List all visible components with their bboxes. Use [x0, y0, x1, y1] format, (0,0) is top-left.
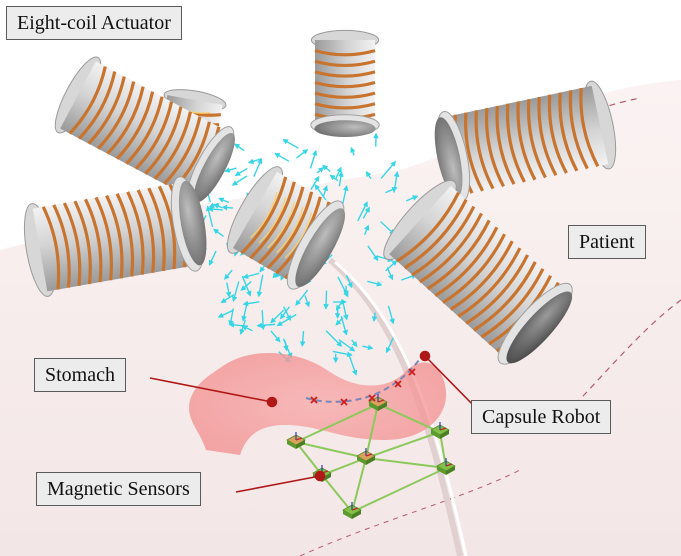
waypoint-icon: [310, 396, 318, 404]
field-arrow-icon: [231, 281, 240, 302]
field-arrow-icon: [342, 185, 349, 204]
field-arrow-icon: [351, 339, 358, 348]
field-arrow-icon: [253, 158, 263, 177]
field-arrow-icon: [241, 275, 252, 297]
waypoint-markers: [310, 368, 416, 406]
field-arrow-icon: [386, 267, 394, 281]
field-arrow-icon: [234, 167, 248, 177]
coil-icon: [227, 166, 346, 290]
field-arrow-icon: [218, 197, 230, 204]
coil-icon: [310, 29, 380, 137]
field-arrow-icon: [274, 152, 290, 162]
field-arrow-icon: [304, 295, 310, 308]
field-arrow-icon: [295, 289, 309, 306]
field-arrow-icon: [363, 224, 370, 236]
field-arrow-icon: [224, 269, 233, 280]
field-arrow-icon: [299, 331, 306, 348]
sensor-icon: [430, 422, 450, 439]
field-arrow-icon: [385, 187, 398, 194]
field-arrow-icon: [208, 202, 219, 208]
field-arrow-icon: [213, 228, 224, 237]
field-arrow-icon: [380, 160, 397, 179]
field-arrow-icon: [337, 276, 349, 298]
label-eight-coil-actuator: Eight-coil Actuator: [6, 6, 182, 40]
field-arrow-icon: [241, 301, 248, 322]
field-arrow-icon: [322, 164, 331, 172]
field-arrow-icon: [234, 143, 245, 152]
field-arrow-icon: [225, 282, 232, 298]
field-arrow-icon: [367, 280, 383, 287]
field-arrow-icon: [348, 354, 358, 376]
field-arrow-icon: [362, 206, 370, 219]
waypoint-icon: [408, 368, 416, 376]
field-arrow-icon: [282, 139, 299, 149]
field-arrow-icon: [241, 325, 253, 332]
waypoint-icon: [340, 398, 348, 406]
field-arrow-icon: [310, 175, 320, 190]
field-arrow-icon: [208, 250, 217, 266]
field-arrow-icon: [325, 330, 343, 347]
field-arrow-icon: [248, 158, 262, 164]
field-arrow-icon: [256, 322, 276, 329]
eight-coil-actuator: [23, 29, 617, 365]
field-arrow-icon: [362, 344, 374, 351]
field-arrow-icon: [357, 201, 368, 222]
label-patient: Patient: [568, 225, 646, 259]
sensor-icon: [436, 458, 456, 475]
field-arrow-icon: [350, 146, 356, 156]
coil-icon: [54, 56, 235, 205]
waypoint-icon: [394, 380, 402, 388]
field-arrow-icon: [345, 275, 353, 289]
field-arrow-icon: [282, 338, 293, 359]
field-arrow-icon: [385, 337, 394, 354]
field-arrow-icon: [228, 322, 249, 328]
field-arrow-icon: [217, 309, 234, 318]
waypoint-icon: [368, 394, 376, 402]
field-arrow-icon: [296, 149, 309, 159]
field-arrow-icon: [323, 290, 329, 310]
stomach-shape: [188, 352, 447, 455]
field-arrow-icon: [276, 313, 297, 327]
field-arrow-icon: [316, 166, 325, 174]
field-arrow-icon: [329, 174, 339, 182]
sensor-icon: [286, 432, 306, 449]
field-arrow-icon: [279, 306, 290, 320]
label-stomach: Stomach: [34, 358, 126, 392]
coil-icon: [434, 80, 617, 202]
sensor-icon: [356, 448, 376, 465]
field-arrow-icon: [365, 170, 372, 180]
field-arrow-icon: [242, 272, 260, 279]
label-magnetic-sensors: Magnetic Sensors: [36, 472, 201, 506]
coil-icon: [23, 176, 207, 297]
field-arrow-icon: [270, 309, 285, 324]
field-arrow-icon: [231, 175, 248, 186]
field-arrow-icon: [338, 338, 356, 352]
field-arrow-icon: [367, 245, 379, 262]
field-arrow-icon: [335, 317, 344, 326]
field-arrow-icon: [322, 185, 328, 198]
field-arrow-icon: [371, 312, 378, 323]
field-arrow-icon: [224, 167, 237, 173]
field-arrow-icon: [309, 149, 318, 169]
coil-icon: [383, 179, 573, 365]
field-arrow-icon: [314, 184, 328, 203]
field-arrow-icon: [338, 171, 344, 187]
field-arrow-icon: [221, 204, 234, 211]
capsule-trajectory: [305, 355, 423, 406]
label-capsule-robot: Capsule Robot: [471, 400, 612, 434]
field-arrow-icon: [405, 195, 419, 202]
callout-pointers: [149, 350, 479, 493]
field-arrow-icon: [270, 330, 281, 343]
field-arrow-icon: [205, 205, 214, 228]
field-arrow-icon: [387, 305, 395, 325]
field-arrow-icon: [256, 274, 264, 298]
sensor-icon: [342, 502, 362, 519]
